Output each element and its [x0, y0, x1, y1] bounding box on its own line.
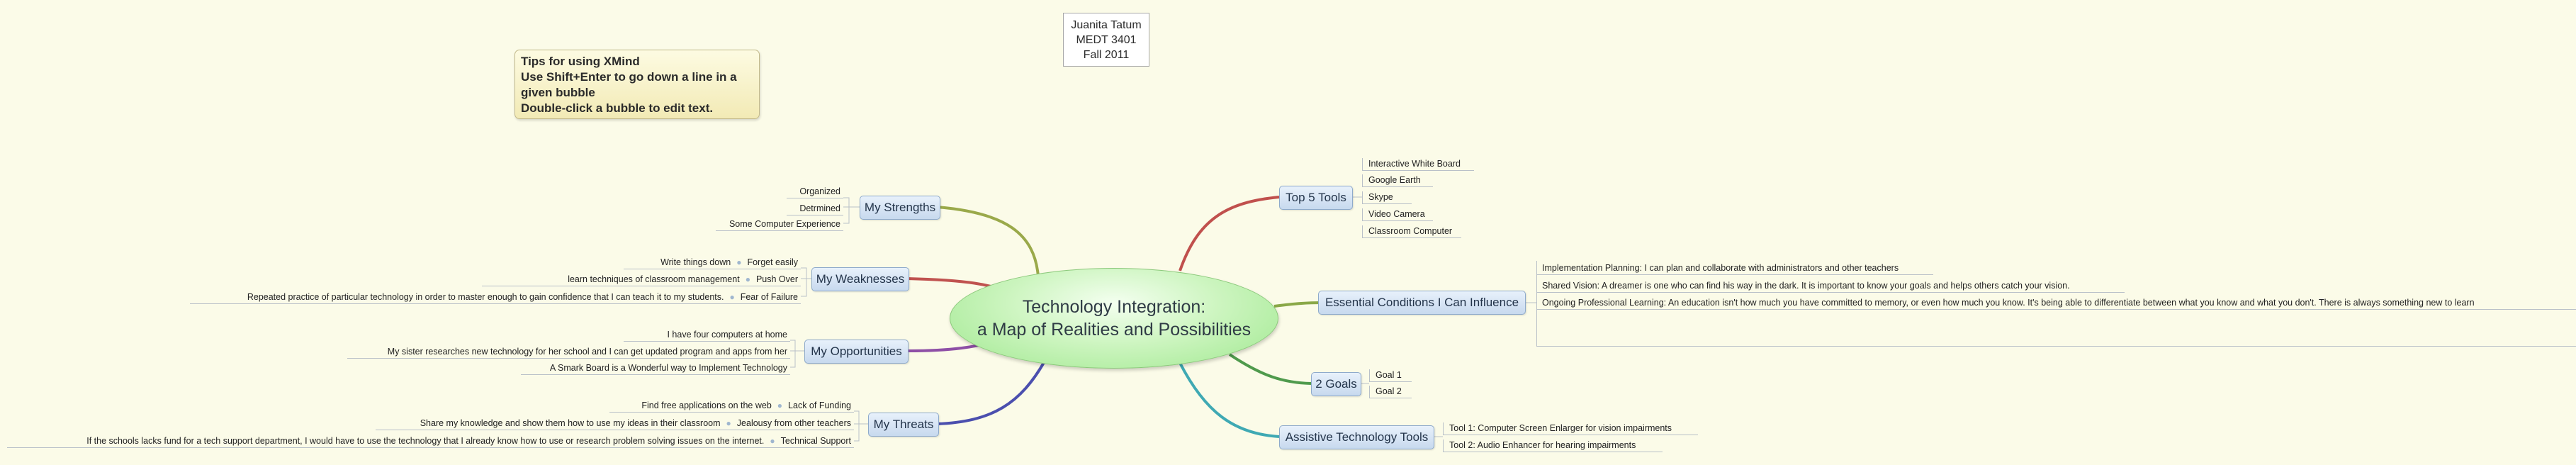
- strength-item[interactable]: Organized: [787, 186, 843, 198]
- tips-double-click: Double-click a bubble to edit text.: [521, 101, 714, 115]
- threat-tag: Jealousy from other teachers: [736, 418, 851, 428]
- topic-threats[interactable]: My Threats: [868, 413, 939, 437]
- threat-text: Find free applications on the web: [641, 400, 772, 410]
- threat-tag: Lack of Funding: [788, 400, 851, 410]
- bullet-icon: ●: [777, 400, 783, 410]
- weakness-tag: Forget easily: [747, 257, 798, 267]
- opportunity-item[interactable]: A Smark Board is a Wonderful way to Impl…: [521, 362, 790, 375]
- topic-weaknesses[interactable]: My Weaknesses: [811, 267, 909, 291]
- tips-shift-enter: Use Shift+Enter to go down a line in a g…: [521, 70, 737, 99]
- top5-branch: [1179, 196, 1280, 271]
- weakness-item[interactable]: Write things down ● Forget easily: [624, 257, 801, 269]
- tool-item[interactable]: Interactive White Board: [1362, 158, 1474, 171]
- weakness-tag: Fear of Failure: [740, 292, 798, 302]
- topic-strengths[interactable]: My Strengths: [860, 196, 940, 220]
- weakness-tag: Push Over: [755, 274, 798, 284]
- threat-text: Share my knowledge and show them how to …: [420, 418, 721, 428]
- threat-item[interactable]: Find free applications on the web ● Lack o…: [609, 400, 854, 413]
- strengths-branch: [936, 206, 1040, 277]
- opportunity-item[interactable]: My sister researches new technology for …: [347, 346, 790, 359]
- tool-item[interactable]: Skype: [1362, 191, 1412, 204]
- bullet-icon: ●: [770, 436, 775, 446]
- opportunity-item[interactable]: I have four computers at home: [624, 329, 790, 342]
- tool-item[interactable]: Classroom Computer: [1362, 225, 1461, 238]
- weakness-text: Repeated practice of particular technolo…: [247, 292, 724, 302]
- essential-item[interactable]: Shared Vision: A dreamer is one who can …: [1536, 280, 2125, 293]
- tool-item[interactable]: Google Earth: [1362, 174, 1433, 187]
- threat-tag: Technical Support: [780, 436, 851, 446]
- goal-item[interactable]: Goal 1: [1369, 369, 1412, 382]
- strength-item[interactable]: Some Computer Experience: [716, 218, 843, 231]
- assistive-branch: [1179, 362, 1280, 438]
- essential-branch: [1273, 301, 1323, 308]
- weakness-item[interactable]: Repeated practice of particular technolo…: [190, 291, 801, 304]
- weakness-text: learn techniques of classroom management: [568, 274, 740, 284]
- central-topic[interactable]: Technology Integration: a Map of Realiti…: [950, 268, 1278, 369]
- essential-items-frame: [1536, 261, 2576, 347]
- weakness-text: Write things down: [660, 257, 731, 267]
- threat-text: If the schools lacks fund for a tech sup…: [86, 436, 765, 446]
- central-topic-line2: a Map of Realities and Possibilities: [977, 320, 1252, 340]
- topic-goals[interactable]: 2 Goals: [1311, 372, 1361, 396]
- author-box[interactable]: Juanita Tatum MEDT 3401 Fall 2011: [1063, 13, 1149, 67]
- essential-item[interactable]: Implementation Planning: I can plan and …: [1536, 262, 1933, 275]
- topic-essential-conditions[interactable]: Essential Conditions I Can Influence: [1318, 291, 1526, 315]
- bullet-icon: ●: [729, 292, 735, 302]
- topic-opportunities[interactable]: My Opportunities: [804, 340, 909, 364]
- bullet-icon: ●: [736, 257, 742, 267]
- weakness-item[interactable]: learn techniques of classroom management…: [482, 274, 801, 286]
- strength-item[interactable]: Detrmined: [787, 203, 843, 215]
- tips-callout[interactable]: Tips for using XMind Use Shift+Enter to …: [514, 50, 760, 119]
- tool-item[interactable]: Video Camera: [1362, 208, 1433, 221]
- tips-title: Tips for using XMind: [521, 55, 640, 68]
- threat-item[interactable]: Share my knowledge and show them how to …: [376, 418, 854, 430]
- term-label: Fall 2011: [1083, 49, 1130, 61]
- topic-assistive-tools[interactable]: Assistive Technology Tools: [1279, 425, 1434, 449]
- course-code: MEDT 3401: [1076, 34, 1137, 46]
- assistive-item[interactable]: Tool 2: Audio Enhancer for hearing impai…: [1443, 439, 1663, 452]
- bullet-icon: ●: [726, 418, 731, 428]
- bullet-icon: ●: [745, 274, 750, 284]
- threats-branch: [936, 359, 1047, 425]
- topic-top5-tools[interactable]: Top 5 Tools: [1279, 186, 1353, 210]
- goal-item[interactable]: Goal 2: [1369, 386, 1412, 398]
- central-topic-line1: Technology Integration:: [1022, 297, 1206, 317]
- assistive-item[interactable]: Tool 1: Computer Screen Enlarger for vis…: [1443, 422, 1698, 435]
- essential-item[interactable]: Ongoing Professional Learning: An educat…: [1536, 297, 2576, 310]
- goals-branch: [1228, 353, 1312, 385]
- threat-item[interactable]: If the schools lacks fund for a tech sup…: [7, 435, 854, 448]
- author-name: Juanita Tatum: [1071, 19, 1142, 31]
